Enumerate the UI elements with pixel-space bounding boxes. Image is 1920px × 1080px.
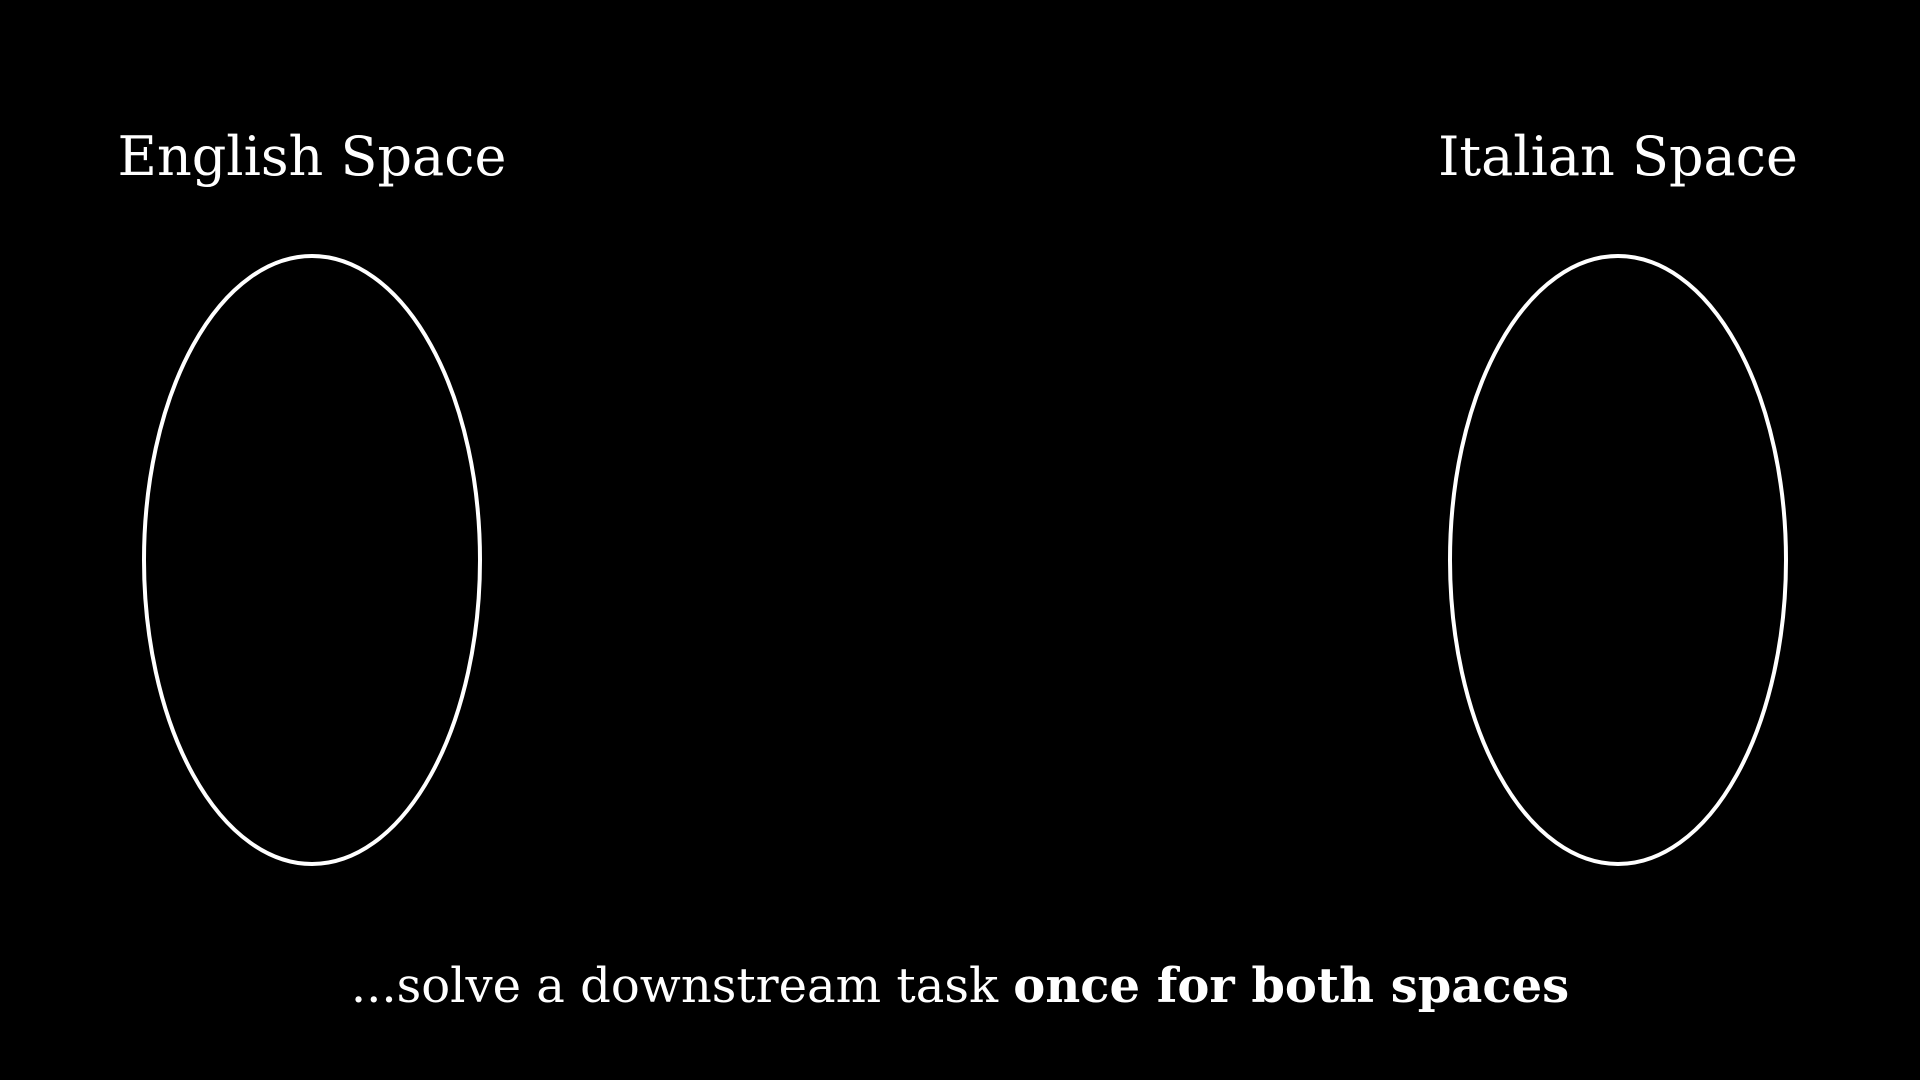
italian-space-ellipse <box>1448 254 1788 866</box>
caption: ...solve a downstream task once for both… <box>0 953 1920 1019</box>
caption-emphasis: once for both spaces <box>1013 958 1570 1014</box>
italian-space-label: Italian Space <box>1438 125 1798 188</box>
english-space-label: English Space <box>117 125 507 188</box>
english-space-ellipse <box>142 254 482 866</box>
caption-prefix: ...solve a downstream task <box>350 958 1014 1014</box>
